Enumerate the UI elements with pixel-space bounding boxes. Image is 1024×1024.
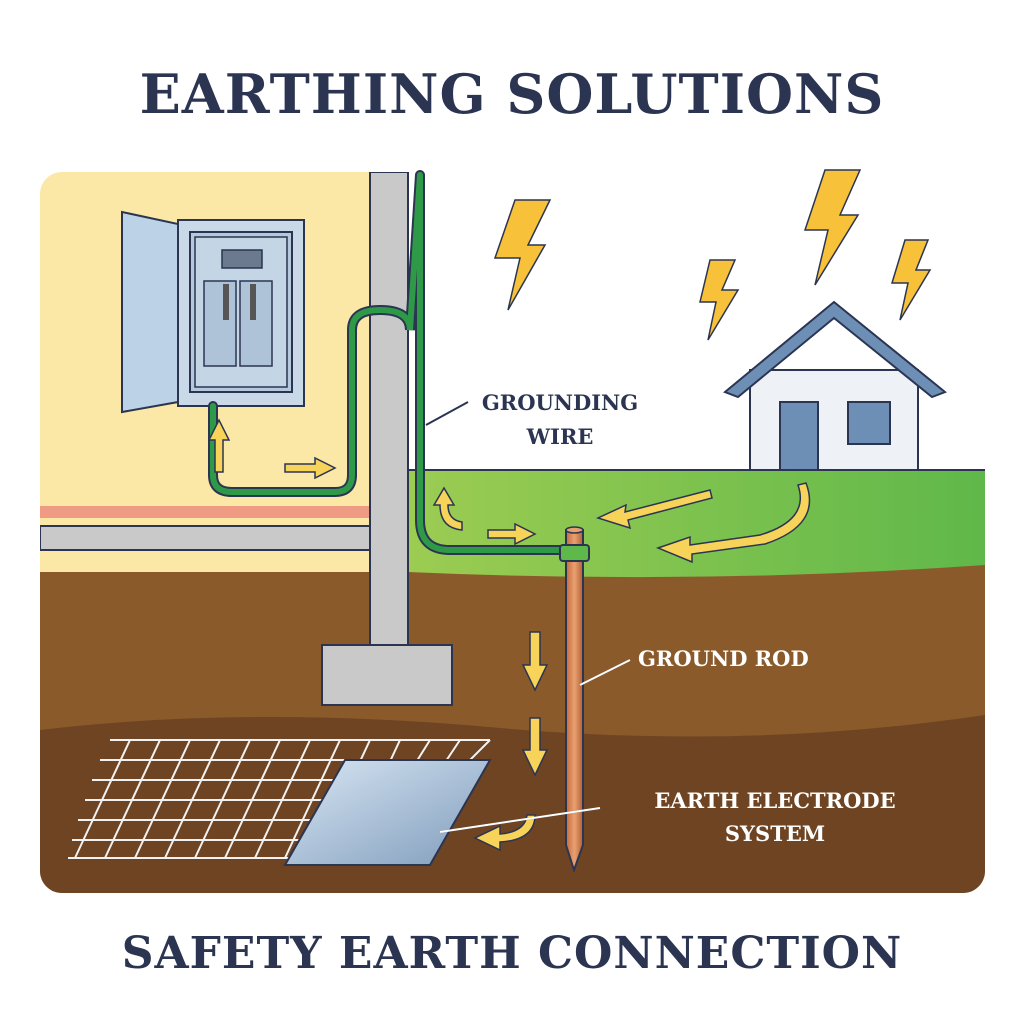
ground-rod: [559, 526, 590, 874]
house-icon: [723, 300, 947, 471]
earth-electrode-label: SYSTEM: [725, 821, 825, 846]
lightning-bolt-icon: [699, 259, 740, 341]
lightning-bolt-icon: [803, 169, 862, 286]
grounding-wire-label: WIRE: [526, 424, 594, 449]
grounding-wire-label: GROUNDING: [482, 390, 638, 415]
foundation-column: [369, 172, 409, 651]
lightning-bolt-icons: [493, 169, 932, 341]
earth-electrode-label: EARTH ELECTRODE: [654, 788, 895, 813]
floor-slab: [40, 525, 371, 551]
page-subtitle: SAFETY EARTH CONNECTION: [121, 928, 903, 979]
ground-rod-label: GROUND ROD: [638, 646, 809, 671]
page-title: EARTHING SOLUTIONS: [139, 62, 885, 126]
grass: [407, 469, 985, 581]
floor-trim: [40, 506, 370, 518]
current-flow-arrows: [207, 418, 811, 852]
lightning-bolt-icon: [493, 199, 552, 311]
foundation-footing: [321, 644, 453, 706]
electrical-panel: [121, 210, 305, 414]
earth-plate: [283, 759, 492, 866]
lightning-bolt-icon: [890, 239, 932, 321]
